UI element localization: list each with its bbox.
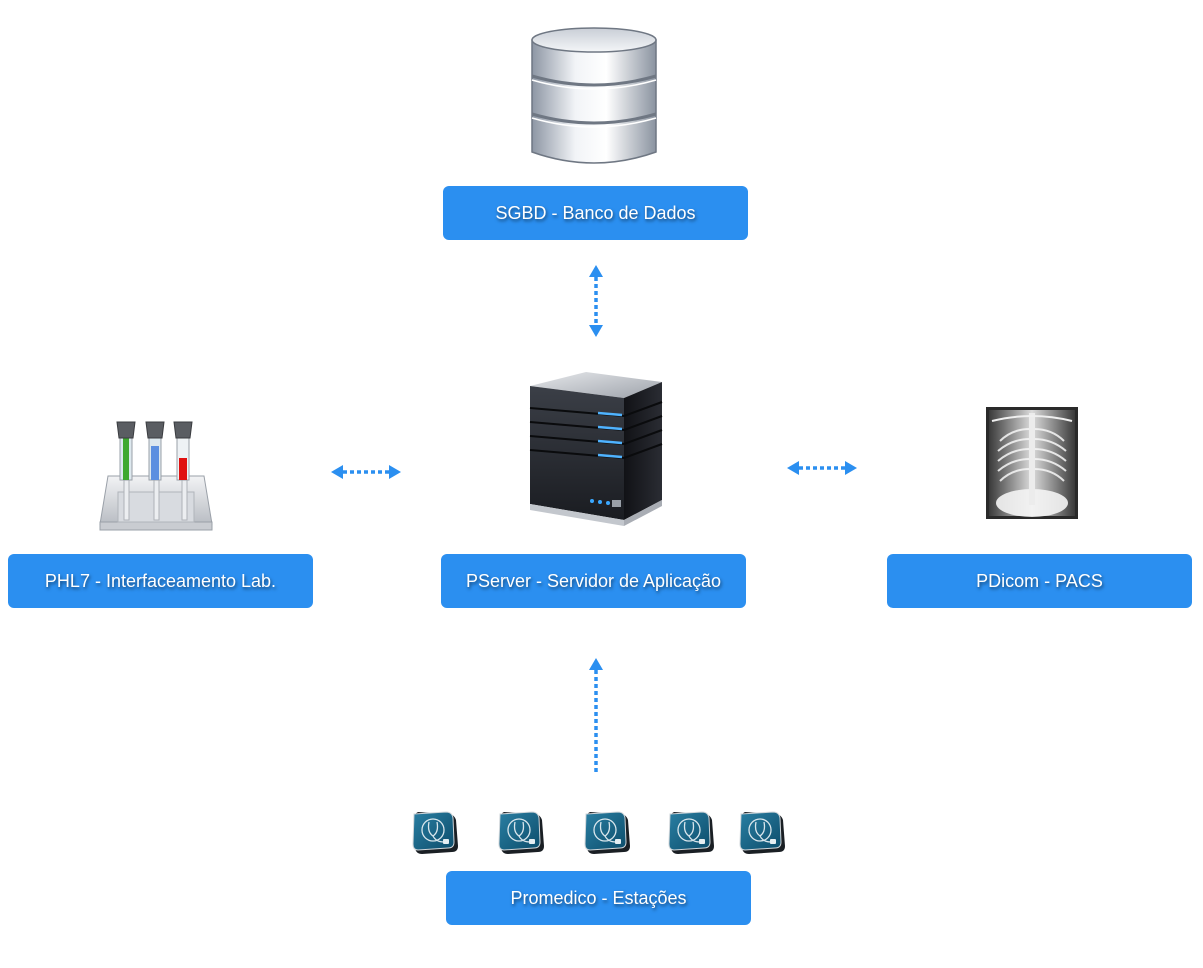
test-tubes-icon [98, 418, 214, 532]
station-icon [737, 810, 787, 856]
arrow-database-server [586, 265, 606, 337]
arrow-stations-server [586, 658, 606, 774]
station-icon [496, 810, 546, 856]
station-icon [410, 810, 460, 856]
xray-icon [986, 407, 1078, 519]
lab-node-label: PHL7 - Interfaceamento Lab. [8, 554, 313, 608]
database-node-label: SGBD - Banco de Dados [443, 186, 748, 240]
station-icon [582, 810, 632, 856]
arrow-lab-server [331, 463, 401, 481]
pacs-node-label: PDicom - PACS [887, 554, 1192, 608]
server-icon [526, 368, 676, 528]
arrow-pacs-server [787, 459, 857, 477]
stations-node-label: Promedico - Estações [446, 871, 751, 925]
server-node-label: PServer - Servidor de Aplicação [441, 554, 746, 608]
station-icon [666, 810, 716, 856]
database-icon [528, 24, 660, 168]
